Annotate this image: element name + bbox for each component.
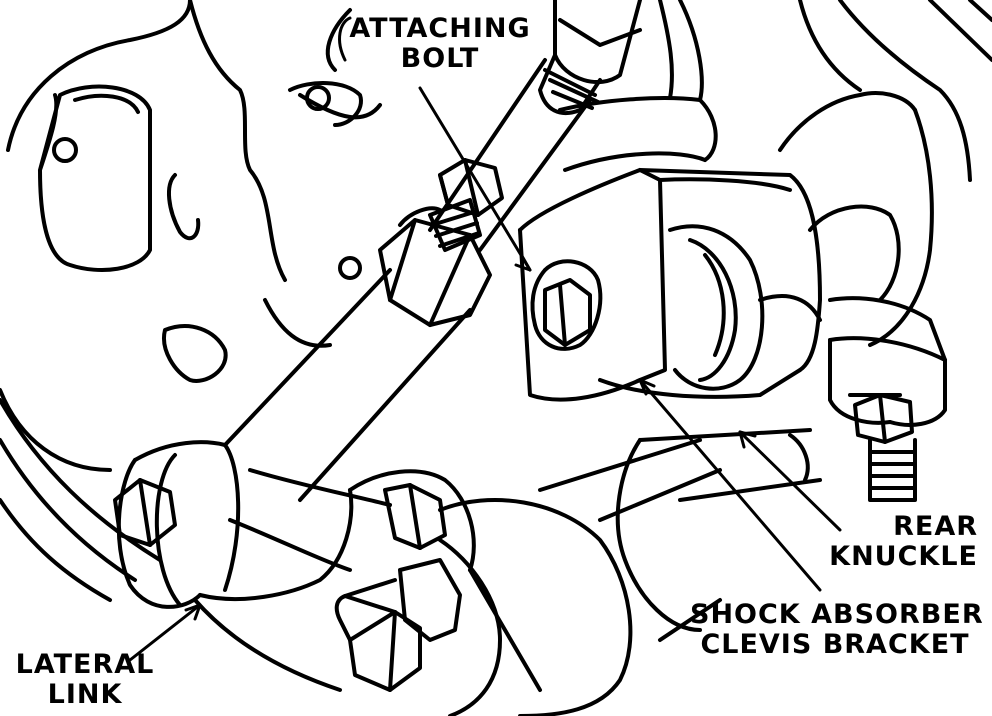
label-lateral-link: LATERAL LINK bbox=[10, 650, 160, 710]
leader-lines bbox=[128, 16, 842, 662]
leader-attaching-bolt bbox=[418, 86, 532, 272]
lateral-link-bushing bbox=[113, 440, 392, 609]
backing-plate bbox=[0, 0, 382, 692]
knuckle-lower bbox=[334, 438, 722, 716]
label-rear-knuckle: REAR KNUCKLE bbox=[800, 512, 978, 572]
label-shock-absorber-clevis-bracket: SHOCK ABSORBER CLEVIS BRACKET bbox=[690, 599, 984, 660]
leader-rear-knuckle bbox=[738, 430, 842, 532]
label-lateral-link-line2: LINK bbox=[47, 679, 123, 710]
leader-clevis-bracket bbox=[638, 378, 822, 592]
lateral-link-rod bbox=[223, 206, 492, 502]
label-rear-knuckle-line2: KNUCKLE bbox=[829, 541, 978, 572]
label-attaching-bolt-line2: BOLT bbox=[400, 43, 480, 74]
arrow-attaching-bolt bbox=[514, 254, 532, 272]
rear-knuckle-body bbox=[778, 0, 992, 427]
arrow-lateral-link bbox=[184, 603, 202, 621]
label-attaching-bolt-line1: ATTACHING bbox=[349, 13, 531, 44]
arrow-rear-knuckle bbox=[738, 430, 757, 449]
label-rear-knuckle-line1: REAR bbox=[893, 511, 978, 542]
label-shock-bracket-line1: SHOCK ABSORBER bbox=[690, 599, 984, 630]
label-attaching-bolt: ATTACHING BOLT bbox=[340, 14, 540, 74]
clevis-bracket bbox=[518, 168, 822, 402]
leader-attaching-bolt-hook bbox=[338, 16, 352, 62]
leader-lateral-link bbox=[128, 603, 202, 662]
stud-bolt-right bbox=[853, 393, 917, 502]
shock-absorber-body bbox=[615, 224, 822, 632]
label-lateral-link-line1: LATERAL bbox=[15, 649, 155, 680]
label-shock-bracket-line2: CLEVIS BRACKET bbox=[700, 629, 970, 660]
arrow-clevis-bracket bbox=[638, 378, 656, 396]
